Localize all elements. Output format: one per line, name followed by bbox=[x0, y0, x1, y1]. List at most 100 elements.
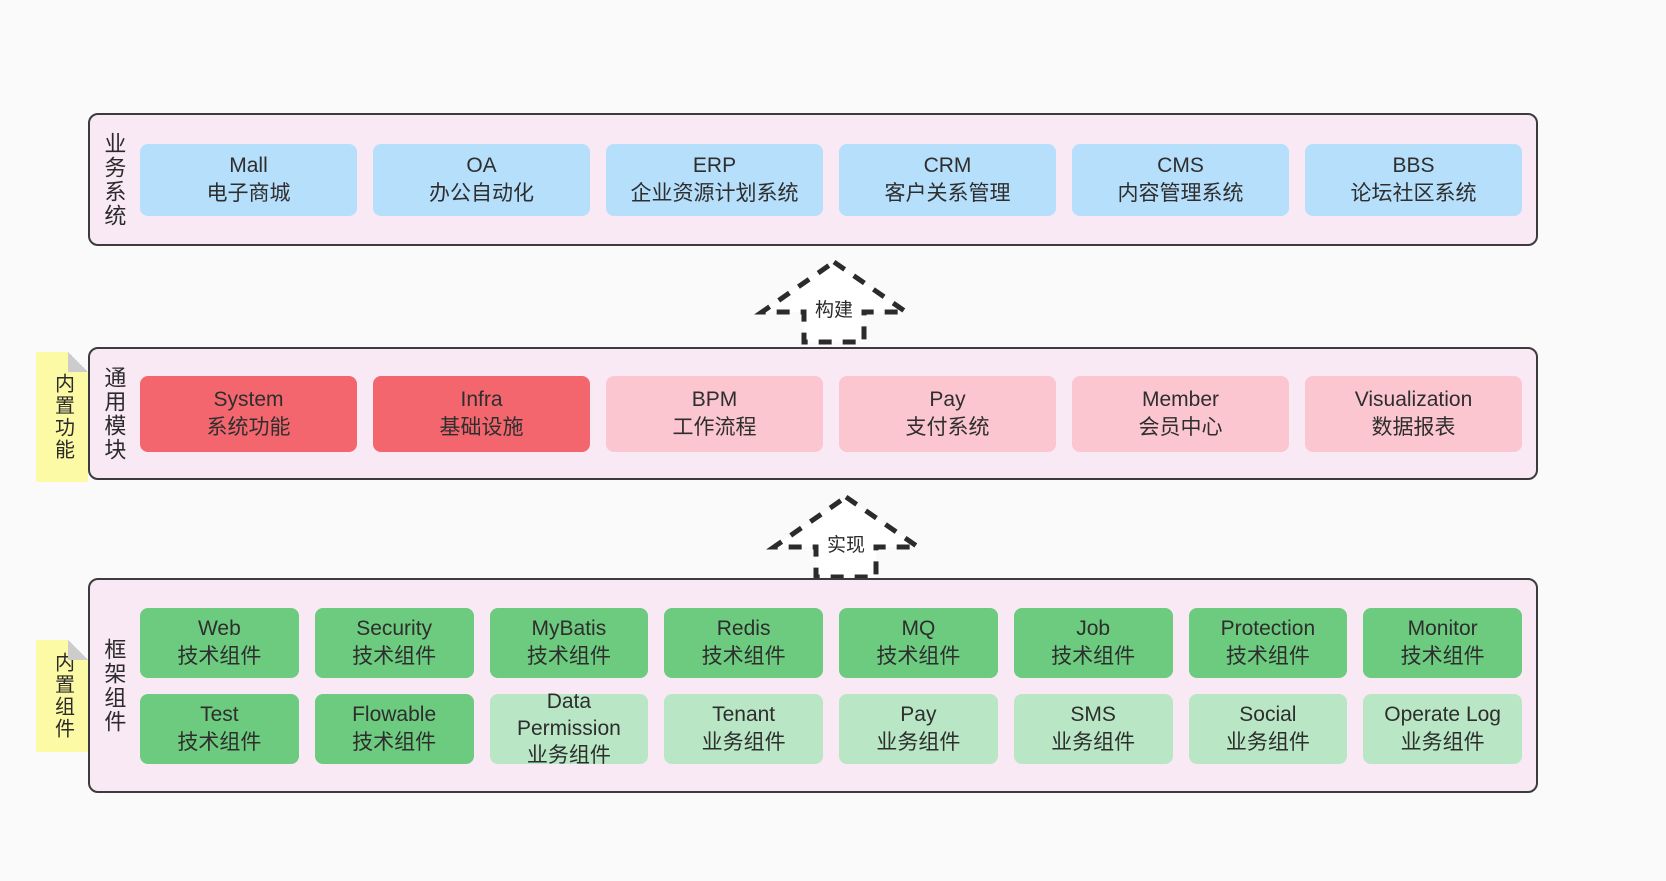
card-title-cn: 业务组件 bbox=[1051, 730, 1136, 754]
card-title-cn: 技术组件 bbox=[1051, 644, 1136, 668]
business-card-mall[interactable]: Mall 电子商城 bbox=[140, 143, 357, 216]
framework-card-redis[interactable]: Redis 技术组件 bbox=[664, 607, 823, 678]
layer-business-system-body: Mall 电子商城 OA 办公自动化 ERP 企业资源计划系统 CRM 客户关系… bbox=[136, 115, 1536, 244]
common-card-infra[interactable]: Infra 基础设施 bbox=[373, 375, 590, 452]
layer-common-module-title: 通用模块 bbox=[101, 365, 127, 462]
card-title-cn: 企业资源计划系统 bbox=[630, 181, 799, 205]
card-title-en: System bbox=[213, 388, 284, 412]
card-title-cn: 业务组件 bbox=[1225, 730, 1310, 754]
card-title-en: Mall bbox=[229, 154, 268, 178]
layer-common-module-body: System 系统功能 Infra 基础设施 BPM 工作流程 Pay 支付系统… bbox=[136, 349, 1536, 478]
up-block-arrow-icon bbox=[766, 493, 926, 580]
card-title-en: Web bbox=[197, 617, 241, 641]
framework-card-operate-log[interactable]: Operate Log 业务组件 bbox=[1363, 693, 1522, 764]
framework-card-row-technical: Web 技术组件 Security 技术组件 MyBatis 技术组件 Redi… bbox=[140, 607, 1522, 678]
card-title-en: Data Permission bbox=[516, 689, 621, 740]
framework-card-security[interactable]: Security 技术组件 bbox=[314, 607, 474, 678]
card-title-en: Tenant bbox=[712, 703, 776, 727]
card-title-en: OA bbox=[466, 154, 497, 178]
card-title-cn: 系统功能 bbox=[206, 415, 291, 439]
card-title-en: BPM bbox=[691, 388, 738, 412]
framework-card-mq[interactable]: MQ 技术组件 bbox=[839, 607, 998, 678]
framework-card-sms[interactable]: SMS 业务组件 bbox=[1013, 693, 1173, 764]
card-title-cn: 内容管理系统 bbox=[1117, 181, 1244, 205]
business-card-bbs[interactable]: BBS 论坛社区系统 bbox=[1305, 143, 1522, 216]
framework-card-social[interactable]: Social 业务组件 bbox=[1188, 693, 1348, 764]
card-title-en: Member bbox=[1141, 388, 1220, 412]
business-card-crm[interactable]: CRM 客户关系管理 bbox=[839, 143, 1056, 216]
card-title-en: Protection bbox=[1220, 617, 1316, 641]
layer-business-system-title: 业务系统 bbox=[101, 131, 127, 228]
connector-build: 构建 bbox=[754, 258, 914, 345]
card-title-en: Social bbox=[1239, 703, 1297, 727]
card-title-cn: 技术组件 bbox=[701, 644, 786, 668]
framework-card-monitor[interactable]: Monitor 技术组件 bbox=[1363, 607, 1522, 678]
framework-card-web[interactable]: Web 技术组件 bbox=[140, 607, 299, 678]
card-title-en: Pay bbox=[900, 703, 937, 727]
card-title-en: Test bbox=[200, 703, 239, 727]
framework-card-pay[interactable]: Pay 业务组件 bbox=[839, 693, 998, 764]
card-title-en: BBS bbox=[1392, 154, 1435, 178]
card-title-cn: 业务组件 bbox=[701, 730, 786, 754]
card-title-en: MyBatis bbox=[531, 617, 607, 641]
card-title-cn: 技术组件 bbox=[1225, 644, 1310, 668]
framework-card-protection[interactable]: Protection 技术组件 bbox=[1188, 607, 1348, 678]
business-card-cms[interactable]: CMS 内容管理系统 bbox=[1072, 143, 1289, 216]
common-card-pay[interactable]: Pay 支付系统 bbox=[839, 375, 1056, 452]
card-title-cn: 业务组件 bbox=[876, 730, 961, 754]
card-title-cn: 支付系统 bbox=[905, 415, 990, 439]
card-title-en: ERP bbox=[692, 154, 737, 178]
card-title-en: CRM bbox=[923, 154, 972, 178]
layer-framework-component: 框架组件 Web 技术组件 Security 技术组件 MyBatis 技术组件… bbox=[88, 578, 1538, 793]
card-title-en: SMS bbox=[1070, 703, 1116, 727]
card-title-cn: 客户关系管理 bbox=[884, 181, 1011, 205]
layer-business-system: 业务系统 Mall 电子商城 OA 办公自动化 ERP 企业资源计划系统 CRM… bbox=[88, 113, 1538, 246]
layer-framework-component-title: 框架组件 bbox=[101, 637, 127, 734]
card-title-cn: 技术组件 bbox=[177, 644, 262, 668]
card-title-cn: 技术组件 bbox=[352, 730, 437, 754]
card-title-cn: 论坛社区系统 bbox=[1350, 181, 1477, 205]
layer-common-module: 通用模块 System 系统功能 Infra 基础设施 BPM 工作流程 Pay… bbox=[88, 347, 1538, 480]
card-title-en: Security bbox=[356, 617, 433, 641]
card-title-cn: 数据报表 bbox=[1371, 415, 1456, 439]
card-title-en: Job bbox=[1076, 617, 1111, 641]
framework-card-mybatis[interactable]: MyBatis 技术组件 bbox=[489, 607, 649, 678]
card-title-cn: 业务组件 bbox=[526, 744, 611, 768]
business-card-erp[interactable]: ERP 企业资源计划系统 bbox=[606, 143, 823, 216]
sticky-builtin-function: 内置功能 bbox=[36, 352, 88, 482]
sticky-builtin-component-label: 内置组件 bbox=[51, 652, 74, 740]
card-title-en: Infra bbox=[460, 388, 503, 412]
framework-card-row-business: Test 技术组件 Flowable 技术组件 Data Permission … bbox=[140, 690, 1522, 767]
card-title-cn: 技术组件 bbox=[1400, 644, 1485, 668]
card-title-en: Redis bbox=[716, 617, 771, 641]
card-title-en: MQ bbox=[901, 617, 936, 641]
connector-build-label: 构建 bbox=[814, 300, 853, 321]
framework-card-job[interactable]: Job 技术组件 bbox=[1013, 607, 1173, 678]
up-block-arrow-icon bbox=[754, 258, 914, 345]
framework-card-flowable[interactable]: Flowable 技术组件 bbox=[314, 693, 474, 764]
card-title-en: Visualization bbox=[1354, 388, 1473, 412]
framework-card-test[interactable]: Test 技术组件 bbox=[140, 693, 299, 764]
sticky-builtin-component: 内置组件 bbox=[36, 640, 88, 752]
layer-framework-component-body: Web 技术组件 Security 技术组件 MyBatis 技术组件 Redi… bbox=[136, 580, 1536, 791]
card-title-en: Flowable bbox=[352, 703, 437, 727]
business-card-oa[interactable]: OA 办公自动化 bbox=[373, 143, 590, 216]
card-title-cn: 电子商城 bbox=[206, 181, 291, 205]
business-card-row: Mall 电子商城 OA 办公自动化 ERP 企业资源计划系统 CRM 客户关系… bbox=[140, 143, 1522, 216]
card-title-cn: 技术组件 bbox=[876, 644, 961, 668]
card-title-cn: 技术组件 bbox=[177, 730, 262, 754]
sticky-builtin-function-label: 内置功能 bbox=[51, 373, 74, 461]
common-card-bpm[interactable]: BPM 工作流程 bbox=[606, 375, 823, 452]
card-title-en: Monitor bbox=[1407, 617, 1478, 641]
framework-card-tenant[interactable]: Tenant 业务组件 bbox=[664, 693, 823, 764]
folded-corner-icon bbox=[68, 352, 88, 372]
card-title-cn: 技术组件 bbox=[526, 644, 611, 668]
framework-card-data-permission[interactable]: Data Permission 业务组件 bbox=[489, 690, 649, 767]
card-title-en: CMS bbox=[1157, 154, 1204, 178]
common-card-visualization[interactable]: Visualization 数据报表 bbox=[1305, 375, 1522, 452]
card-title-cn: 办公自动化 bbox=[429, 181, 534, 205]
common-card-member[interactable]: Member 会员中心 bbox=[1072, 375, 1289, 452]
connector-implement: 实现 bbox=[766, 493, 926, 580]
common-card-system[interactable]: System 系统功能 bbox=[140, 375, 357, 452]
